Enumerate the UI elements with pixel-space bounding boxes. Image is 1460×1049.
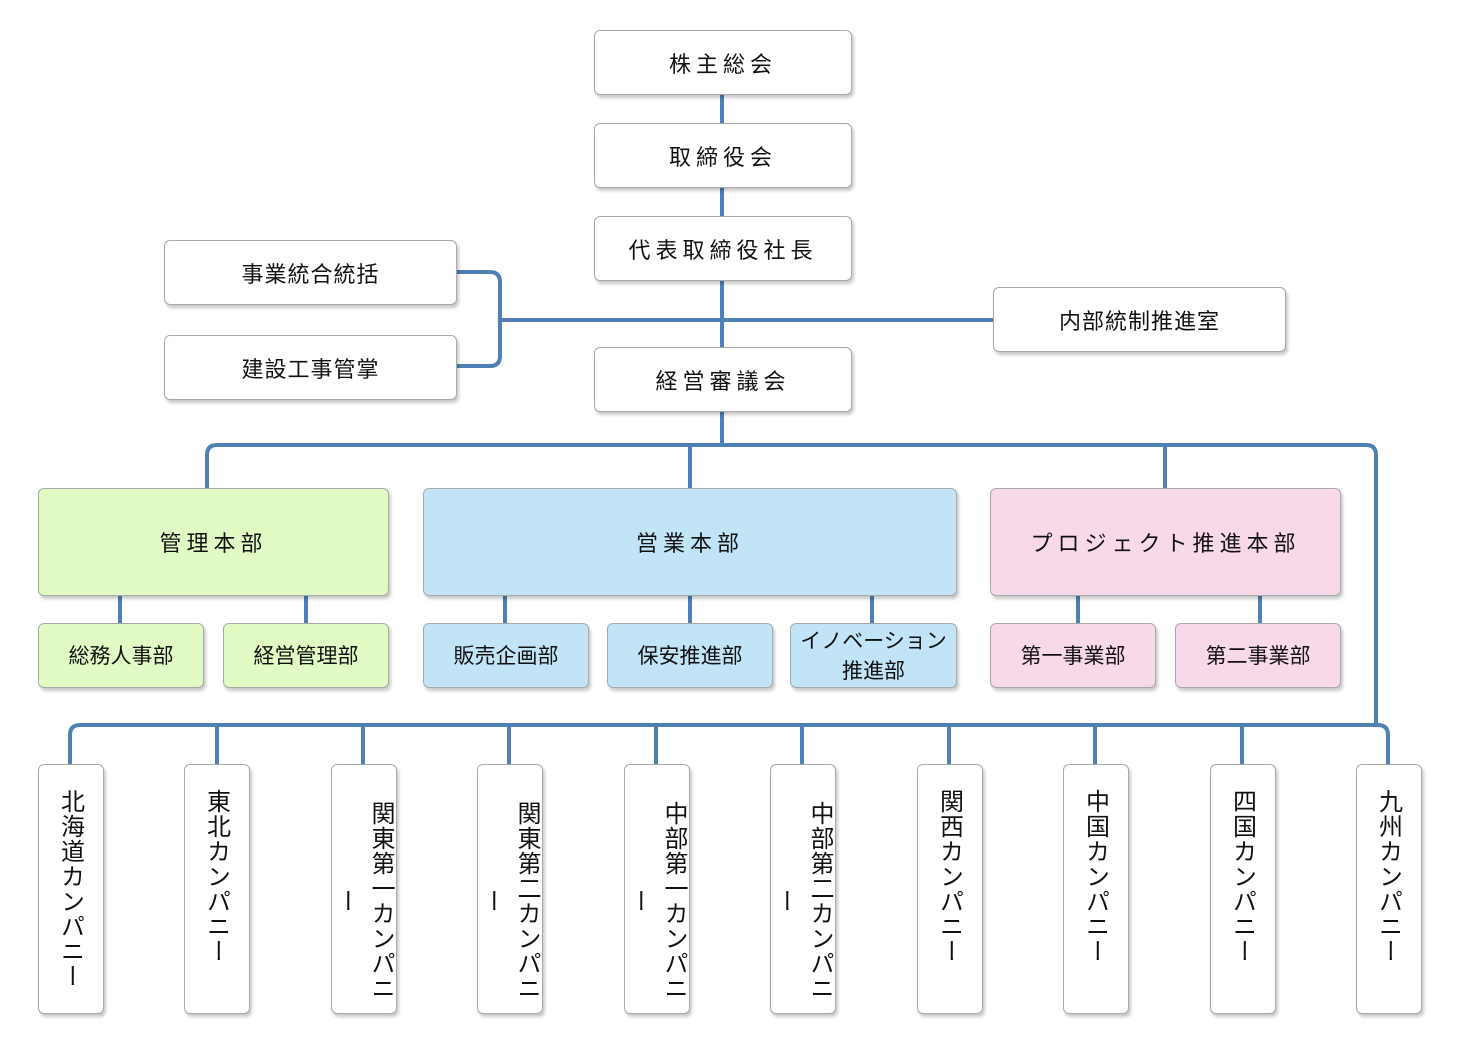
admin-hq-box: 管理本部 bbox=[38, 488, 389, 596]
company-box: 北海道カンパニー bbox=[38, 764, 104, 1014]
company-label: 中国カンパニー bbox=[1081, 789, 1110, 964]
construction-management-box: 建設工事管掌 bbox=[164, 335, 457, 400]
safety-promotion-dept-box: 保安推進部 bbox=[607, 623, 773, 688]
internal-control-label: 内部統制推進室 bbox=[1058, 309, 1220, 335]
company-label: 四国カンパニー bbox=[1228, 789, 1257, 964]
company-label: 関西カンパニー bbox=[935, 789, 964, 964]
board-of-directors-box: 取締役会 bbox=[594, 123, 852, 188]
president-label: 代表取締役社長 bbox=[628, 238, 818, 264]
company-label: 九州カンパニー bbox=[1374, 789, 1403, 964]
management-council-box: 経営審議会 bbox=[594, 347, 852, 412]
first-business-dept-box: 第一事業部 bbox=[990, 623, 1156, 688]
general-affairs-hr-dept-box: 総務人事部 bbox=[38, 623, 204, 688]
company-label: 北海道カンパニー bbox=[56, 789, 85, 989]
company-box: 中部第一カンパニー bbox=[624, 764, 690, 1014]
business-integration-label: 事業統合統括 bbox=[241, 262, 380, 288]
company-box: 関東第一カンパニー bbox=[331, 764, 397, 1014]
company-label: 東北カンパニー bbox=[202, 789, 231, 964]
internal-control-box: 内部統制推進室 bbox=[993, 287, 1286, 352]
company-label: 関東第一カンパニー bbox=[332, 801, 395, 1001]
company-box: 中国カンパニー bbox=[1063, 764, 1129, 1014]
connector-admin-depts bbox=[118, 596, 308, 623]
sales-planning-dept-label: 販売企画部 bbox=[453, 643, 559, 668]
shareholders-meeting-label: 株主総会 bbox=[668, 52, 777, 78]
project-hq-label: プロジェクト推進本部 bbox=[1030, 532, 1301, 557]
connector-project-depts bbox=[1076, 596, 1262, 623]
connector-hq-bus bbox=[205, 412, 1378, 725]
safety-promotion-dept-label: 保安推進部 bbox=[637, 643, 743, 668]
general-affairs-hr-dept-label: 総務人事部 bbox=[68, 643, 174, 668]
connector-sales-depts bbox=[503, 596, 874, 623]
management-admin-dept-label: 経営管理部 bbox=[253, 643, 359, 668]
company-box: 東北カンパニー bbox=[184, 764, 250, 1014]
company-box: 九州カンパニー bbox=[1356, 764, 1422, 1014]
management-council-label: 経営審議会 bbox=[655, 369, 791, 395]
first-business-dept-label: 第一事業部 bbox=[1020, 643, 1126, 668]
company-label: 中部第一カンパニー bbox=[625, 801, 688, 1001]
second-business-dept-label: 第二事業部 bbox=[1205, 643, 1311, 668]
company-box: 関西カンパニー bbox=[917, 764, 983, 1014]
business-integration-box: 事業統合統括 bbox=[164, 240, 457, 305]
company-label: 関東第二カンパニー bbox=[478, 801, 541, 1001]
company-label: 中部第二カンパニー bbox=[771, 801, 834, 1001]
innovation-promotion-dept-label: イノベーション 推進部 bbox=[800, 628, 947, 683]
sales-hq-box: 営業本部 bbox=[423, 488, 957, 596]
company-box: 関東第二カンパニー bbox=[477, 764, 543, 1014]
innovation-promotion-dept-box: イノベーション 推進部 bbox=[790, 623, 957, 688]
construction-management-label: 建設工事管掌 bbox=[241, 357, 380, 383]
sales-planning-dept-box: 販売企画部 bbox=[423, 623, 589, 688]
company-box: 中部第二カンパニー bbox=[770, 764, 836, 1014]
project-hq-box: プロジェクト推進本部 bbox=[990, 488, 1341, 596]
president-box: 代表取締役社長 bbox=[594, 216, 852, 281]
second-business-dept-box: 第二事業部 bbox=[1175, 623, 1341, 688]
board-of-directors-label: 取締役会 bbox=[668, 145, 777, 171]
admin-hq-label: 管理本部 bbox=[159, 532, 268, 557]
shareholders-meeting-box: 株主総会 bbox=[594, 30, 852, 95]
company-box: 四国カンパニー bbox=[1210, 764, 1276, 1014]
connector-staff-left bbox=[456, 270, 722, 368]
connector-company-bus bbox=[68, 723, 1390, 764]
sales-hq-label: 営業本部 bbox=[635, 532, 744, 557]
management-admin-dept-box: 経営管理部 bbox=[223, 623, 389, 688]
